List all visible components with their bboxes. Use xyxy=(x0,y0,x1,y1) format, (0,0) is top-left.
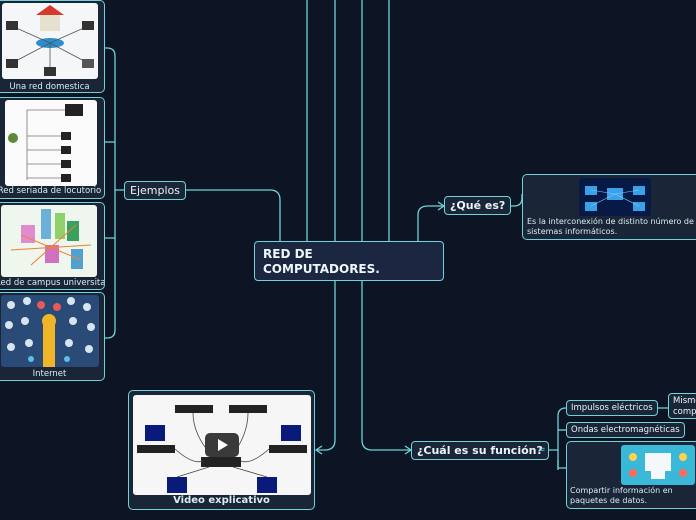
funcion-child-impulsos[interactable]: Impulsos eléctricos xyxy=(566,400,658,416)
campus-network-image xyxy=(1,205,97,277)
child-label: Compartir información en paquetes de dat… xyxy=(570,486,673,505)
que-es-description: Es la interconexión de distinto número d… xyxy=(527,217,694,236)
ejemplo-red-domestica[interactable]: Una red domestica xyxy=(0,0,105,93)
funcion-topic[interactable]: ¿Cuál es su función? xyxy=(411,441,549,460)
central-topic[interactable]: RED DE COMPUTADORES. xyxy=(254,241,444,281)
subchild-label: Mismo compu xyxy=(673,396,696,417)
que-es-description-node[interactable]: Es la interconexión de distinto número d… xyxy=(522,174,696,240)
que-es-topic[interactable]: ¿Qué es? xyxy=(444,196,512,215)
child-label: Ondas electromagnéticas xyxy=(571,425,680,435)
funcion-child-ondas[interactable]: Ondas electromagnéticas xyxy=(566,422,685,438)
funcion-label: ¿Cuál es su función? xyxy=(417,444,543,457)
home-network-image xyxy=(2,3,98,79)
ejemplo-label: Internet xyxy=(32,369,67,379)
ejemplo-red-seriada[interactable]: Red seriada de locutorio xyxy=(0,97,105,199)
child-label: Impulsos eléctricos xyxy=(571,403,653,413)
que-es-label: ¿Qué es? xyxy=(450,199,506,212)
ejemplo-label: Red de campus universitario xyxy=(0,278,104,288)
ejemplo-internet[interactable]: Internet xyxy=(0,292,105,381)
funcion-child-compartir[interactable]: Compartir información en paquetes de dat… xyxy=(566,441,696,509)
ejemplo-red-campus[interactable]: Red de campus universitario xyxy=(0,202,105,290)
data-sharing-image xyxy=(621,445,695,485)
internet-image xyxy=(1,295,99,367)
central-title: RED DE COMPUTADORES. xyxy=(263,247,380,276)
ejemplos-label: Ejemplos xyxy=(130,184,180,197)
ejemplo-label: Una red domestica xyxy=(9,82,90,92)
serial-network-image xyxy=(5,100,97,186)
impulsos-subchild[interactable]: Mismo compu xyxy=(668,393,696,419)
ejemplo-label: Red seriada de locutorio xyxy=(0,186,102,196)
video-label: Video explicativo xyxy=(173,495,270,506)
ejemplos-topic[interactable]: Ejemplos xyxy=(124,181,186,200)
collapse-icon[interactable]: = xyxy=(538,445,546,455)
video-node[interactable]: Video explicativo xyxy=(128,390,315,510)
video-thumbnail[interactable] xyxy=(133,395,311,495)
computers-network-image xyxy=(579,178,651,216)
